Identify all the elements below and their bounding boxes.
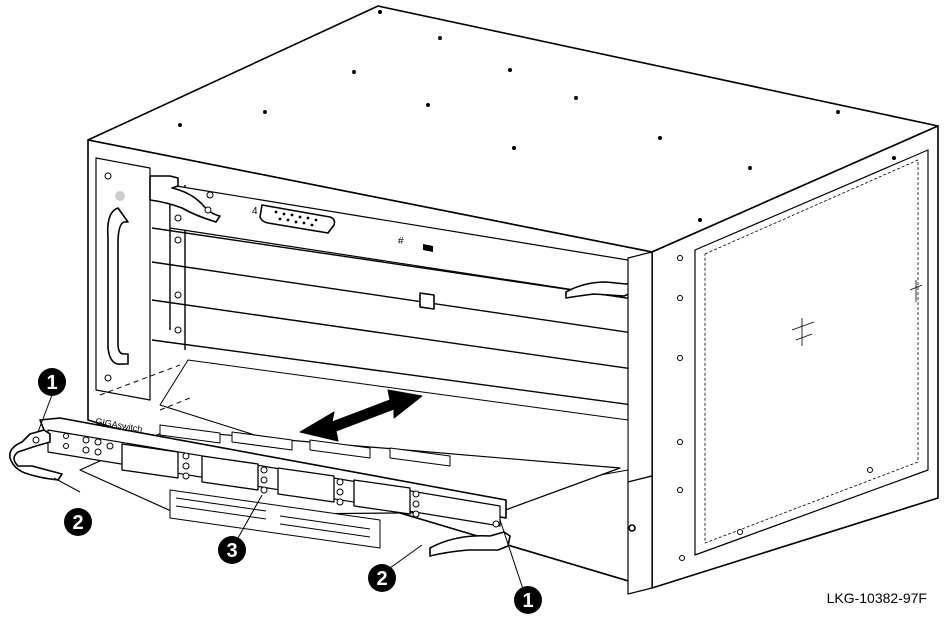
slot-number: 4	[252, 206, 258, 217]
hash-mark: #	[398, 236, 404, 247]
transceiver-ports	[121, 443, 411, 515]
insert-arrow	[299, 389, 423, 442]
port-leds	[63, 433, 420, 518]
svg-text:1: 1	[522, 590, 533, 612]
front-left-panel	[95, 157, 151, 401]
ejector-screws	[32, 436, 500, 528]
front-left-screws	[104, 172, 112, 382]
callout-1a: 1	[38, 368, 66, 396]
left-ejector	[8, 429, 63, 481]
leader-lines	[37, 394, 525, 593]
module-screws	[174, 191, 214, 334]
board-tabs	[159, 424, 451, 467]
side-screws	[677, 255, 873, 561]
side-vent-panel	[694, 149, 929, 556]
right-post	[627, 251, 653, 483]
callout-2a: 2	[64, 508, 92, 536]
top-screws	[178, 10, 896, 222]
top-left-latch	[149, 175, 221, 223]
vent-marks	[791, 280, 923, 346]
callout-3: 3	[218, 536, 246, 564]
right-post-lower	[627, 475, 653, 595]
svg-text:1: 1	[46, 372, 57, 394]
callout-1b: 1	[514, 586, 542, 614]
svg-text:2: 2	[72, 512, 83, 534]
front-led	[115, 191, 125, 201]
post-screw	[628, 524, 636, 532]
card-cage	[151, 182, 641, 407]
front-handle	[106, 207, 129, 365]
svg-text:2: 2	[376, 568, 387, 590]
right-ejector	[429, 531, 511, 557]
figure-caption: LKG-10382-97F	[826, 590, 927, 606]
backplane-connector	[169, 489, 381, 549]
svg-text:3: 3	[226, 540, 237, 562]
rj-port	[419, 244, 435, 310]
side-vent-inner	[704, 159, 919, 544]
db-connector	[259, 204, 336, 234]
callout-2b: 2	[368, 564, 396, 592]
